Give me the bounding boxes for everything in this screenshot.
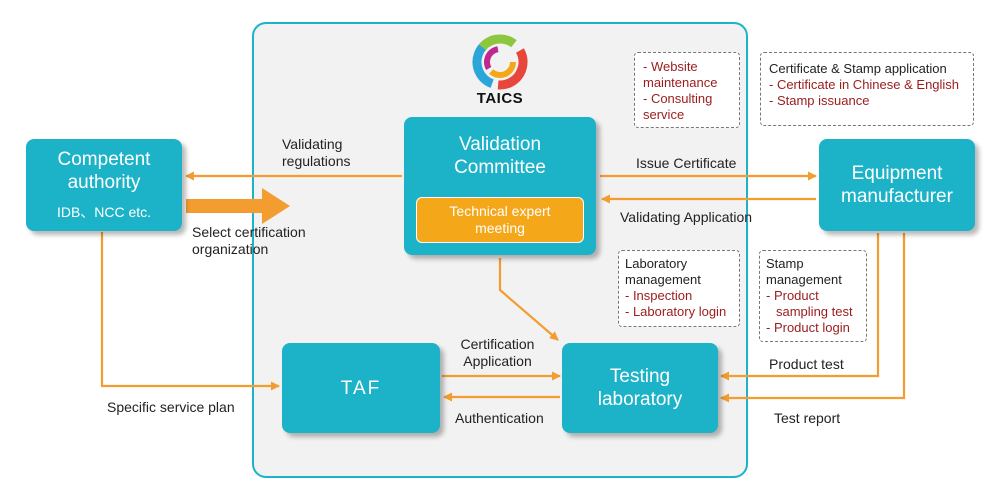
- label-validating-regulations: Validating regulations: [282, 136, 351, 169]
- label-issue-certificate: Issue Certificate: [636, 155, 737, 171]
- note-certificate-stamp: Certificate & Stamp application - Certif…: [760, 52, 974, 126]
- note-lab-management-heading: Laboratory management: [625, 256, 701, 287]
- label-select-certification: Select certification organization: [192, 224, 306, 257]
- label-authentication: Authentication: [455, 410, 544, 426]
- note-certificate-stamp-heading: Certificate & Stamp application: [769, 61, 947, 76]
- note-website-services: - Website maintenance - Consulting servi…: [634, 52, 740, 128]
- taics-logo-text: TAICS: [476, 90, 524, 107]
- taics-logo-icon: [472, 34, 528, 90]
- label-specific-service-plan: Specific service plan: [107, 399, 235, 415]
- label-validating-application: Validating Application: [620, 209, 753, 225]
- label-test-report: Test report: [774, 410, 841, 426]
- note-stamp-management-item: - Product sampling test: [766, 288, 853, 319]
- note-laboratory-management: Laboratory management - Inspection - Lab…: [618, 250, 740, 327]
- arrow-select-certification: [186, 188, 290, 224]
- competent-authority-subtitle: IDB、NCC etc.: [56, 204, 152, 220]
- equipment-manufacturer-title: Equipment manufacturer: [841, 163, 953, 207]
- arrow-product-test: [720, 233, 880, 381]
- note-lab-management-item: - Inspection: [625, 288, 693, 303]
- note-stamp-management-heading: Stamp management: [766, 256, 842, 287]
- arrow-committee-to-lab: [498, 258, 559, 341]
- taf-title: TAF: [340, 377, 382, 399]
- taics-logo: TAICS: [462, 34, 538, 110]
- note-website-item: - Website maintenance: [643, 59, 718, 90]
- note-stamp-management: Stamp management - Product sampling test…: [759, 250, 867, 342]
- note-certificate-stamp-item: - Stamp issuance: [769, 93, 870, 108]
- label-certification-application: Certification Application: [460, 336, 535, 369]
- technical-expert-meeting-box: Technical expert meeting: [416, 197, 584, 243]
- testing-laboratory-box: Testing laboratory: [562, 343, 718, 433]
- testing-laboratory-title: Testing laboratory: [597, 366, 683, 410]
- arrow-specific-service-plan: [100, 232, 280, 391]
- competent-authority-title: Competent authority: [57, 149, 151, 193]
- equipment-manufacturer-box: Equipment manufacturer: [819, 139, 975, 231]
- note-stamp-management-item: - Product login: [766, 320, 850, 335]
- note-website-item: - Consulting service: [643, 91, 713, 122]
- note-lab-management-item: - Laboratory login: [625, 304, 727, 319]
- arrow-test-report: [720, 233, 906, 403]
- label-product-test: Product test: [769, 356, 844, 372]
- competent-authority-box: Competent authority IDB、NCC etc.: [26, 139, 182, 231]
- note-certificate-stamp-item: - Certificate in Chinese & English: [769, 77, 960, 92]
- taf-box: TAF: [282, 343, 440, 433]
- validation-committee-title: Validation Committee: [454, 134, 546, 178]
